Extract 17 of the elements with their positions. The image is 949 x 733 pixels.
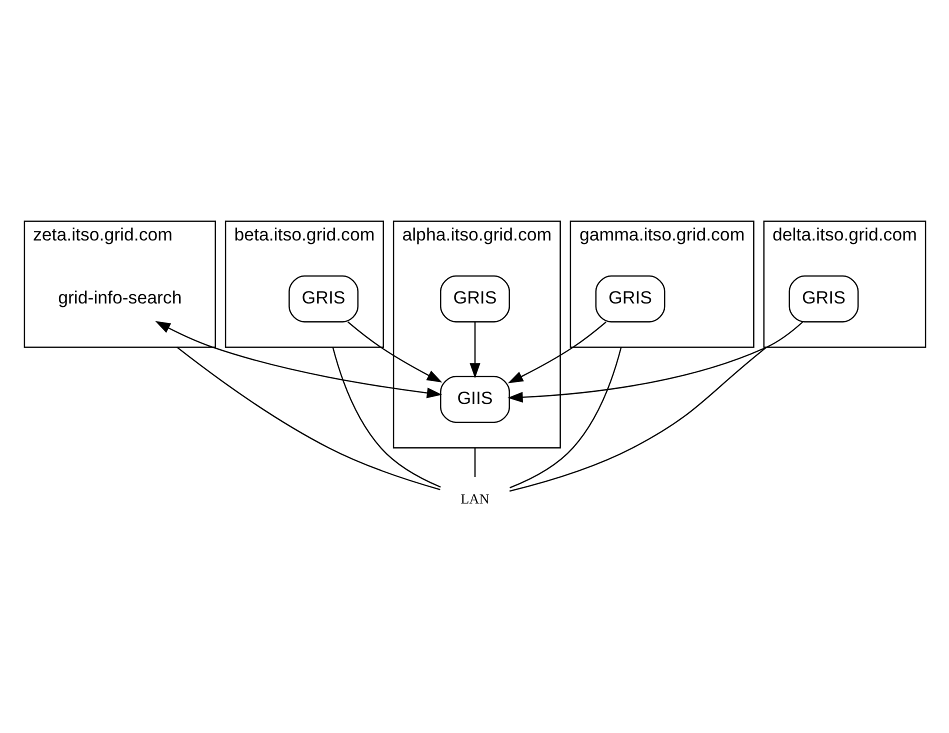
node-box: GRIS — [440, 274, 510, 322]
connector — [474, 447, 476, 477]
arrow — [154, 320, 442, 398]
arrow — [507, 321, 606, 383]
arrow — [507, 320, 803, 402]
node-text: LAN — [460, 492, 489, 508]
node-text: grid-info-search — [58, 287, 182, 308]
arrow — [346, 320, 442, 382]
node-box: GRIS — [788, 274, 858, 322]
node-box: GIIS — [440, 375, 510, 422]
node-box: GRIS — [594, 274, 665, 322]
connector — [332, 346, 440, 488]
node-box: GRIS — [288, 274, 358, 322]
connector — [176, 346, 440, 490]
arrow — [469, 321, 480, 378]
connector — [509, 346, 622, 488]
connector — [508, 346, 766, 492]
